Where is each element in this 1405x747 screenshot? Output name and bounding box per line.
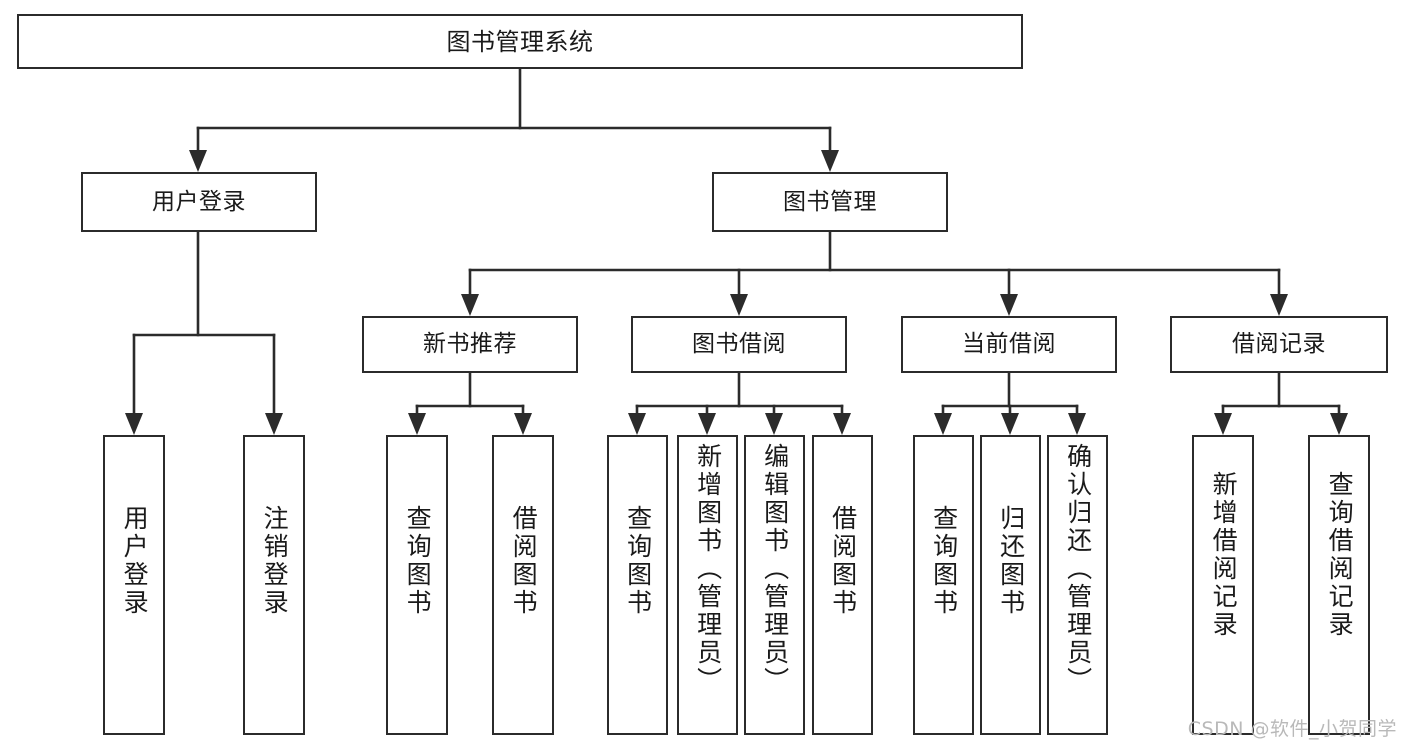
arrow-leaf-add-book bbox=[698, 413, 716, 435]
node-leaf-logout-label: 注销登录 bbox=[260, 505, 290, 617]
node-leaf-query-book-1[interactable]: 查询图书 bbox=[386, 435, 448, 735]
node-leaf-borrow-book-2-label: 借阅图书 bbox=[828, 505, 858, 617]
node-leaf-query-book-1-label: 查询图书 bbox=[403, 505, 433, 617]
node-book-manage[interactable]: 图书管理 bbox=[712, 172, 948, 232]
node-leaf-return-book[interactable]: 归还图书 bbox=[980, 435, 1041, 735]
arrow-current-borrow bbox=[1000, 294, 1018, 316]
arrow-leaf-borrow-book-1 bbox=[514, 413, 532, 435]
node-book-borrow-label: 图书借阅 bbox=[692, 331, 786, 357]
arrow-leaf-query-book-1 bbox=[408, 413, 426, 435]
arrow-book-manage bbox=[821, 150, 839, 172]
node-leaf-confirm-return-label: 确认归还（管理员） bbox=[1063, 443, 1093, 695]
node-leaf-logout[interactable]: 注销登录 bbox=[243, 435, 305, 735]
arrow-leaf-query-record bbox=[1330, 413, 1348, 435]
arrow-new-book-recommend bbox=[461, 294, 479, 316]
node-leaf-borrow-book-2[interactable]: 借阅图书 bbox=[812, 435, 873, 735]
node-leaf-return-book-label: 归还图书 bbox=[996, 505, 1026, 617]
node-leaf-query-record-label: 查询借阅记录 bbox=[1325, 471, 1355, 639]
node-leaf-query-record[interactable]: 查询借阅记录 bbox=[1308, 435, 1370, 735]
node-current-borrow[interactable]: 当前借阅 bbox=[901, 316, 1117, 373]
arrow-leaf-confirm-return bbox=[1068, 413, 1086, 435]
node-borrow-record-label: 借阅记录 bbox=[1232, 331, 1326, 357]
node-leaf-borrow-book-1-label: 借阅图书 bbox=[509, 505, 539, 617]
node-current-borrow-label: 当前借阅 bbox=[962, 331, 1056, 357]
node-leaf-add-book[interactable]: 新增图书（管理员） bbox=[677, 435, 738, 735]
node-new-book-recommend[interactable]: 新书推荐 bbox=[362, 316, 578, 373]
node-leaf-user-login-label: 用户登录 bbox=[120, 505, 150, 617]
node-root-system[interactable]: 图书管理系统 bbox=[17, 14, 1023, 69]
node-leaf-edit-book[interactable]: 编辑图书（管理员） bbox=[744, 435, 805, 735]
node-leaf-query-book-3-label: 查询图书 bbox=[929, 505, 959, 617]
node-book-borrow[interactable]: 图书借阅 bbox=[631, 316, 847, 373]
arrow-book-borrow bbox=[730, 294, 748, 316]
node-leaf-edit-book-label: 编辑图书（管理员） bbox=[760, 443, 790, 695]
node-leaf-add-record-label: 新增借阅记录 bbox=[1209, 471, 1239, 639]
node-book-manage-label: 图书管理 bbox=[783, 188, 877, 215]
arrow-leaf-user-login bbox=[125, 413, 143, 435]
node-user-login[interactable]: 用户登录 bbox=[81, 172, 317, 232]
arrow-leaf-query-book-2 bbox=[628, 413, 646, 435]
node-leaf-add-book-label: 新增图书（管理员） bbox=[693, 443, 723, 695]
arrow-leaf-edit-book bbox=[765, 413, 783, 435]
node-borrow-record[interactable]: 借阅记录 bbox=[1170, 316, 1388, 373]
node-user-login-label: 用户登录 bbox=[152, 188, 246, 215]
arrow-leaf-add-record bbox=[1214, 413, 1232, 435]
node-leaf-borrow-book-1[interactable]: 借阅图书 bbox=[492, 435, 554, 735]
node-leaf-user-login[interactable]: 用户登录 bbox=[103, 435, 165, 735]
arrow-leaf-logout bbox=[265, 413, 283, 435]
node-leaf-query-book-2-label: 查询图书 bbox=[623, 505, 653, 617]
node-root-system-label: 图书管理系统 bbox=[446, 27, 594, 56]
node-leaf-add-record[interactable]: 新增借阅记录 bbox=[1192, 435, 1254, 735]
arrow-borrow-record bbox=[1270, 294, 1288, 316]
node-leaf-query-book-2[interactable]: 查询图书 bbox=[607, 435, 668, 735]
arrow-leaf-borrow-book-2 bbox=[833, 413, 851, 435]
node-leaf-confirm-return[interactable]: 确认归还（管理员） bbox=[1047, 435, 1108, 735]
node-new-book-recommend-label: 新书推荐 bbox=[423, 331, 517, 357]
arrow-leaf-query-book-3 bbox=[934, 413, 952, 435]
arrow-user-login bbox=[189, 150, 207, 172]
arrow-leaf-return-book bbox=[1001, 413, 1019, 435]
node-leaf-query-book-3[interactable]: 查询图书 bbox=[913, 435, 974, 735]
